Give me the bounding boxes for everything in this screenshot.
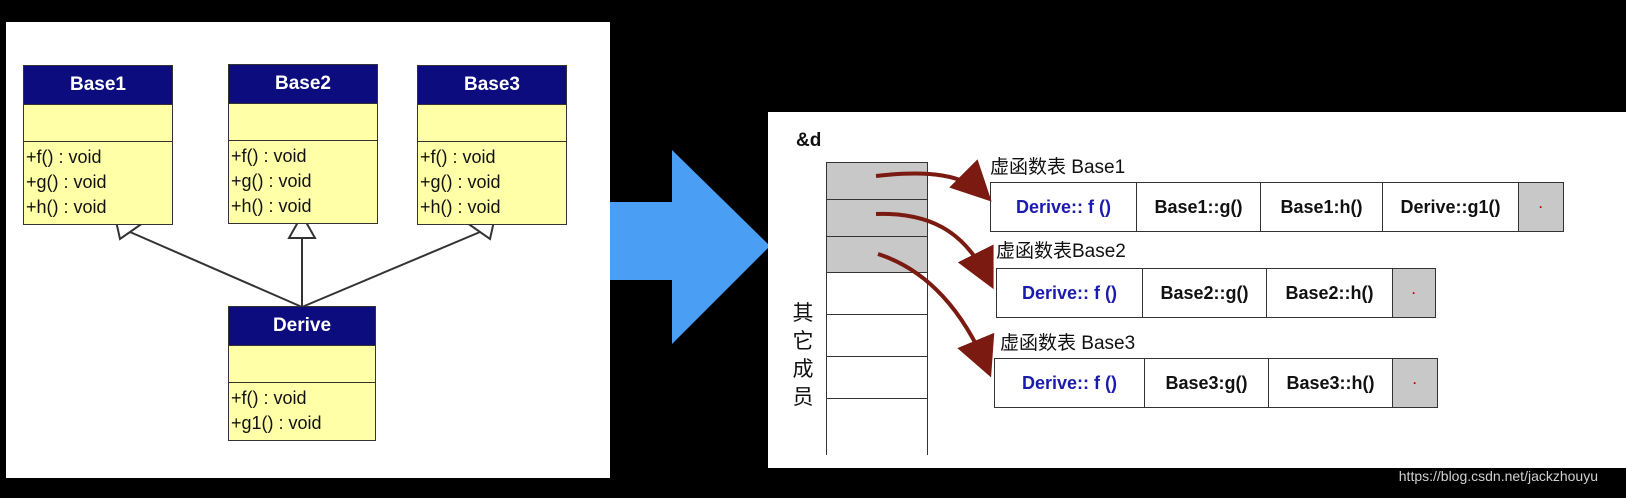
vtable-entry: Derive:: f () <box>997 269 1143 317</box>
vptr-arrows <box>875 159 995 378</box>
class-operations: +f() : void +g1() : void <box>229 383 375 440</box>
vtable-end-marker: · <box>1519 183 1563 231</box>
vptr-slot-base1 <box>827 162 927 199</box>
vtable-entry: Base2::h() <box>1267 269 1393 317</box>
operation: +g() : void <box>26 172 107 192</box>
class-name: Base1 <box>24 66 172 105</box>
object-address-label: &d <box>796 130 822 151</box>
other-members-label: 其 它 成 员 <box>792 302 814 409</box>
vtable-end-marker: · <box>1393 269 1435 317</box>
class-attributes <box>24 105 172 142</box>
class-base2: Base2 +f() : void +g() : void +h() : voi… <box>228 64 378 224</box>
class-derive: Derive +f() : void +g1() : void <box>228 306 376 441</box>
vtable-entry: Derive:: f () <box>995 359 1145 407</box>
member-slot <box>827 315 927 357</box>
class-operations: +f() : void +g() : void +h() : void <box>229 141 377 223</box>
operation: +f() : void <box>420 147 496 167</box>
vtable-title-base3: 虚函数表 Base3 <box>1000 333 1136 354</box>
vptr-arrow-base2 <box>875 211 994 290</box>
big-right-arrow-icon <box>610 150 770 344</box>
inherit-line-base1 <box>129 231 303 308</box>
class-name: Base3 <box>418 66 566 105</box>
class-name: Derive <box>229 307 375 346</box>
operation: +g() : void <box>420 172 501 192</box>
vptr-arrow-base3 <box>877 252 995 378</box>
operation: +f() : void <box>231 388 307 408</box>
class-attributes <box>229 346 375 383</box>
operation: +f() : void <box>231 146 307 166</box>
vtable-end-marker: · <box>1393 359 1437 407</box>
watermark-text: https://blog.csdn.net/jackzhouyu <box>1398 468 1598 484</box>
class-operations: +f() : void +g() : void +h() : void <box>24 142 172 224</box>
uml-class-diagram: Base1 +f() : void +g() : void +h() : voi… <box>6 22 610 478</box>
vtable-base1: Derive:: f () Base1::g() Base1:h() Deriv… <box>990 182 1564 232</box>
operation: +h() : void <box>26 197 107 217</box>
class-name: Base2 <box>229 65 377 104</box>
vtable-title-base2: 虚函数表Base2 <box>996 241 1126 262</box>
operation: +f() : void <box>26 147 102 167</box>
class-base1: Base1 +f() : void +g() : void +h() : voi… <box>23 65 173 225</box>
vtable-entry: Base1:h() <box>1261 183 1383 231</box>
vtable-entry: Base3:g() <box>1145 359 1269 407</box>
operation: +g() : void <box>231 171 312 191</box>
vtable-memory-layout: &d 其 它 成 员 虚函数表 Base1 Derive:: f () Base… <box>768 112 1626 468</box>
object-memory-column <box>826 162 928 455</box>
inherit-line-base3 <box>301 231 481 308</box>
member-slot <box>827 273 927 315</box>
operation: +h() : void <box>420 197 501 217</box>
class-attributes <box>229 104 377 141</box>
operation: +g1() : void <box>231 413 322 433</box>
vtable-entry: Derive:: f () <box>991 183 1137 231</box>
class-operations: +f() : void +g() : void +h() : void <box>418 142 566 224</box>
vtable-entry: Derive::g1() <box>1383 183 1519 231</box>
vtable-entry: Base2::g() <box>1143 269 1267 317</box>
vtable-entry: Base3::h() <box>1269 359 1393 407</box>
class-base3: Base3 +f() : void +g() : void +h() : voi… <box>417 65 567 225</box>
vtable-title-base1: 虚函数表 Base1 <box>990 157 1126 178</box>
class-attributes <box>418 105 566 142</box>
vtable-base3: Derive:: f () Base3:g() Base3::h() · <box>994 358 1438 408</box>
member-slot <box>827 357 927 399</box>
inherit-triangle-base2 <box>287 212 317 239</box>
vptr-arrow-base1 <box>875 159 992 202</box>
inheritance-arrows <box>112 210 498 308</box>
vtable-base2: Derive:: f () Base2::g() Base2::h() · <box>996 268 1436 318</box>
vtable-entry: Base1::g() <box>1137 183 1261 231</box>
operation: +h() : void <box>231 196 312 216</box>
